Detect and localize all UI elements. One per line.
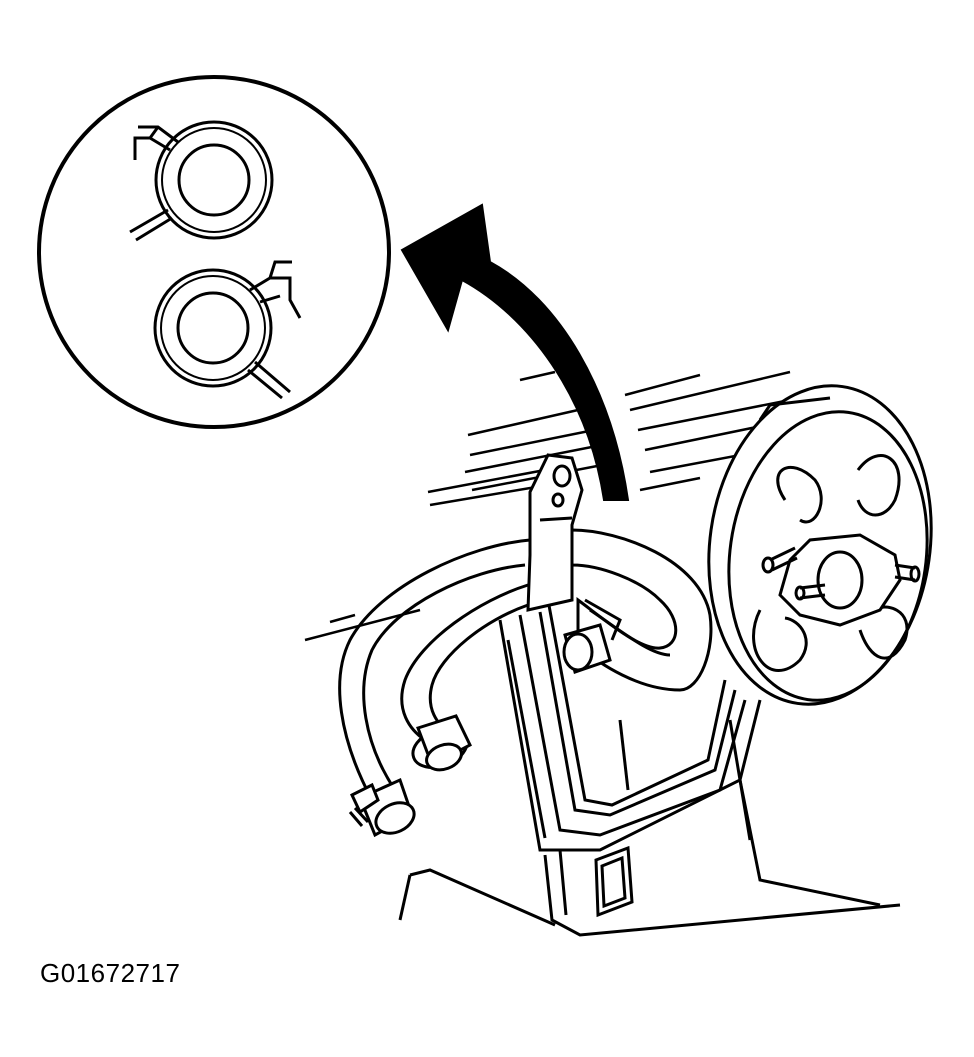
hose-end-fitting-lower xyxy=(348,777,416,838)
hose-end-fitting-upper xyxy=(411,714,472,772)
heater-core-flange xyxy=(707,384,933,706)
detail-inset xyxy=(37,75,391,429)
figure-id-label: G01672717 xyxy=(40,958,181,988)
mounting-bracket xyxy=(526,453,584,612)
heater-hose-outlet xyxy=(562,528,713,692)
upper-hose-clamp xyxy=(129,120,274,242)
heater-case xyxy=(398,599,901,937)
curved-arrow xyxy=(400,203,630,501)
lower-hose-clamp xyxy=(153,260,302,400)
detail-circle xyxy=(37,75,391,429)
